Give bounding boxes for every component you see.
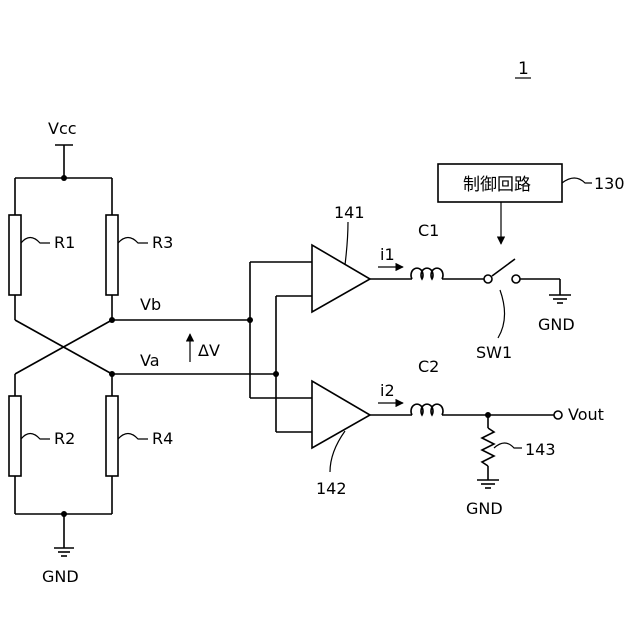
vcc-supply: Vcc	[48, 119, 77, 181]
r1-label: R1	[54, 233, 75, 252]
delta-v-label: ΔV	[198, 341, 220, 360]
ground-symbol-bridge	[54, 514, 74, 556]
amp-142-label: 142	[316, 479, 347, 498]
amplifier-142: 142	[312, 381, 370, 498]
control-circuit-box: 制御回路	[438, 164, 562, 202]
resistor-143: 143	[482, 415, 556, 480]
amp-141-label: 141	[334, 203, 365, 222]
vcc-label: Vcc	[48, 119, 77, 138]
sw1-label: SW1	[476, 343, 512, 362]
resistor-r4: R4	[106, 374, 173, 514]
control-ref-leader	[562, 178, 592, 183]
resistor-r2: R2	[9, 374, 75, 514]
control-circuit-label: 制御回路	[463, 175, 531, 195]
amplifier-141: 141	[312, 203, 370, 312]
switch-sw1: SW1	[476, 259, 520, 362]
c2-label: C2	[418, 357, 439, 376]
vout-label: Vout	[568, 405, 604, 424]
ground-label-output: GND	[466, 499, 503, 518]
ground-symbol-output	[477, 480, 499, 488]
vb-label: Vb	[140, 295, 161, 314]
r2-label: R2	[54, 429, 75, 448]
ground-symbol-switch	[549, 279, 571, 303]
coil-c1: C1	[411, 221, 443, 279]
r143-label: 143	[525, 440, 556, 459]
i1-label: i1	[380, 245, 395, 264]
c1-label: C1	[418, 221, 439, 240]
i2-label: i2	[380, 381, 395, 400]
coil-c2: C2	[411, 357, 443, 415]
amp-input-routing	[250, 262, 312, 432]
control-ref-label: 130	[594, 174, 625, 193]
resistor-r1: R1	[9, 178, 75, 320]
ground-label-bridge: GND	[42, 567, 79, 586]
r4-label: R4	[152, 429, 173, 448]
vout-terminal: Vout	[554, 405, 604, 424]
ground-label-switch: GND	[538, 315, 575, 334]
figure-ref-numeral: 1	[518, 59, 529, 79]
va-label: Va	[140, 351, 160, 370]
r3-label: R3	[152, 233, 173, 252]
